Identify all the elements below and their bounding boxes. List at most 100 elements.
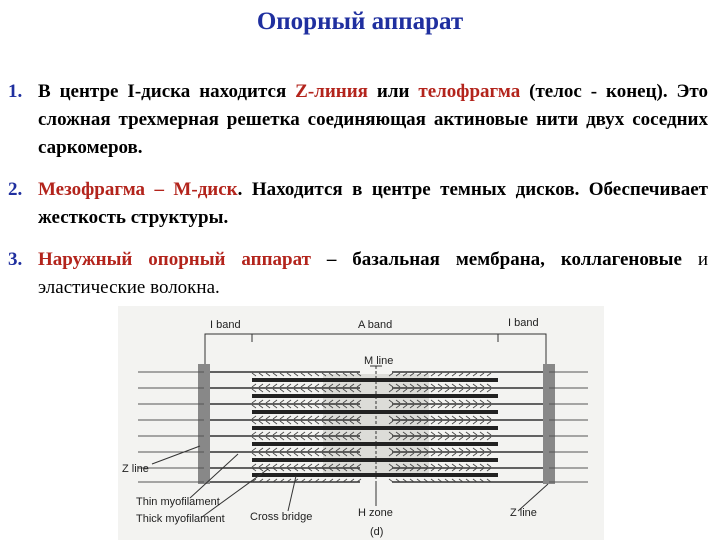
cross-bridge <box>395 404 401 409</box>
cross-bridge <box>437 431 443 436</box>
cross-bridge <box>349 372 355 377</box>
cross-bridge <box>409 447 415 452</box>
cross-bridge <box>472 463 478 468</box>
cross-bridge <box>286 463 292 468</box>
list-item-2: 2. Мезофрагма – М-диск. Находится в цент… <box>8 176 708 232</box>
cross-bridge <box>251 404 257 409</box>
cross-bridge <box>307 467 313 472</box>
cross-bridge <box>335 478 341 483</box>
cross-bridge <box>465 404 471 409</box>
cross-bridge <box>314 447 320 452</box>
cross-bridge <box>251 383 257 388</box>
cross-bridge <box>437 372 443 377</box>
cross-bridge <box>465 452 471 457</box>
cross-bridge <box>307 463 313 468</box>
cross-bridge <box>486 431 492 436</box>
cross-bridge-leader <box>287 475 297 512</box>
cross-bridge <box>388 388 394 393</box>
cross-bridge <box>430 383 436 388</box>
cross-bridge <box>349 420 355 425</box>
cross-bridge <box>402 452 408 457</box>
cross-bridge <box>286 399 292 404</box>
cross-bridge <box>388 399 394 404</box>
cross-bridge <box>251 467 257 472</box>
cross-bridge <box>279 463 285 468</box>
item-number: 3. <box>8 249 23 270</box>
cross-bridge <box>307 431 313 436</box>
cross-bridge <box>451 447 457 452</box>
cross-bridge <box>486 372 492 377</box>
cross-bridge <box>402 420 408 425</box>
cross-bridge <box>472 383 478 388</box>
cross-bridge <box>335 447 341 452</box>
cross-bridge <box>286 383 292 388</box>
z-disc-left <box>198 364 210 484</box>
cross-bridge <box>279 420 285 425</box>
cross-bridge <box>402 404 408 409</box>
cross-bridge <box>416 388 422 393</box>
cross-bridge <box>486 436 492 441</box>
cross-bridge <box>342 372 348 377</box>
cross-bridge <box>465 415 471 420</box>
cross-bridge <box>342 447 348 452</box>
cross-bridge <box>307 415 313 420</box>
cross-bridge <box>356 478 362 483</box>
cross-bridge <box>423 404 429 409</box>
item-text: Мезофрагма – М-диск. Находится в центре … <box>38 179 708 228</box>
cross-bridge <box>486 463 492 468</box>
panel-label: (d) <box>370 526 383 538</box>
cross-bridge <box>342 383 348 388</box>
cross-bridge <box>286 415 292 420</box>
cross-bridge <box>321 463 327 468</box>
cross-bridge <box>321 452 327 457</box>
cross-bridge <box>356 420 362 425</box>
cross-bridge <box>328 452 334 457</box>
cross-bridge <box>279 478 285 483</box>
cross-bridge <box>356 388 362 393</box>
cross-bridge <box>444 404 450 409</box>
cross-bridge <box>444 447 450 452</box>
i-band-left-label: I band <box>210 319 241 331</box>
cross-bridge <box>307 436 313 441</box>
cross-bridge <box>388 415 394 420</box>
cross-bridge <box>300 383 306 388</box>
cross-bridge <box>430 399 436 404</box>
cross-bridge <box>251 452 257 457</box>
cross-bridge <box>451 467 457 472</box>
a-band-label: A band <box>358 319 392 331</box>
cross-bridge <box>486 467 492 472</box>
cross-bridge <box>335 399 341 404</box>
cross-bridge <box>279 431 285 436</box>
cross-bridge <box>451 388 457 393</box>
cross-bridge <box>293 467 299 472</box>
cross-bridge <box>335 383 341 388</box>
cross-bridge <box>314 383 320 388</box>
cross-bridge <box>430 420 436 425</box>
cross-bridge <box>430 478 436 483</box>
cross-bridge <box>472 467 478 472</box>
collagen-term: коллагеновые <box>560 249 682 270</box>
item-number: 1. <box>8 81 23 102</box>
cross-bridge <box>395 463 401 468</box>
cross-bridge <box>458 383 464 388</box>
cross-bridge <box>465 399 471 404</box>
cross-bridge <box>251 388 257 393</box>
cross-bridge <box>258 463 264 468</box>
cross-bridge <box>272 404 278 409</box>
cross-bridge <box>300 404 306 409</box>
cross-bridge <box>430 463 436 468</box>
cross-bridge <box>437 404 443 409</box>
cross-bridge <box>479 388 485 393</box>
cross-bridge <box>349 478 355 483</box>
cross-bridge <box>465 420 471 425</box>
cross-bridge <box>465 467 471 472</box>
cross-bridge <box>258 478 264 483</box>
cross-bridge <box>395 399 401 404</box>
cross-bridge <box>258 404 264 409</box>
cross-bridge <box>444 452 450 457</box>
cross-bridge <box>472 415 478 420</box>
cross-bridge <box>293 431 299 436</box>
cross-bridge <box>395 478 401 483</box>
cross-bridge <box>458 420 464 425</box>
cross-bridge <box>251 420 257 425</box>
